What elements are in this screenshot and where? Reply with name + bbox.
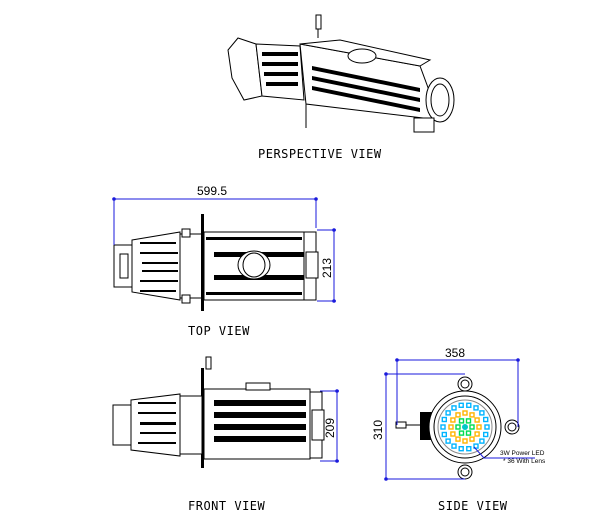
led xyxy=(441,431,447,438)
led xyxy=(458,418,465,424)
center-led xyxy=(462,424,468,430)
led xyxy=(469,412,475,418)
front-view-drawing xyxy=(112,356,325,468)
led-note-line2: * 36 With Lens xyxy=(503,458,546,465)
led xyxy=(441,416,447,423)
led xyxy=(455,424,461,430)
side-width-dimension-value: 358 xyxy=(445,346,465,360)
front-height-dimension xyxy=(320,389,339,463)
front-height-dimension-value: 209 xyxy=(323,418,337,438)
top-length-dimension-value: 599.5 xyxy=(197,184,227,198)
led xyxy=(465,430,472,436)
top-length-dimension xyxy=(112,197,318,245)
led xyxy=(462,438,468,444)
led xyxy=(448,424,454,430)
led xyxy=(473,443,479,449)
led xyxy=(469,436,475,442)
top-width-dimension-value: 213 xyxy=(320,258,334,278)
top-width-dimension xyxy=(317,228,336,303)
led xyxy=(445,438,451,444)
side-height-dimension-value: 310 xyxy=(371,420,385,440)
front-view-label: FRONT VIEW xyxy=(188,499,266,513)
led xyxy=(466,446,472,452)
led-array xyxy=(440,402,490,452)
led xyxy=(483,431,489,438)
led xyxy=(451,405,457,411)
led xyxy=(458,402,464,408)
led xyxy=(476,424,482,430)
led xyxy=(458,446,464,452)
led xyxy=(462,410,468,416)
led-note-line1: 3W Power LED xyxy=(500,450,545,457)
led xyxy=(450,417,456,423)
led xyxy=(479,410,485,416)
led xyxy=(466,402,472,408)
perspective-view-drawing xyxy=(227,14,455,133)
led xyxy=(450,431,456,437)
led xyxy=(479,438,485,444)
top-view-drawing xyxy=(113,214,319,311)
led xyxy=(469,424,475,430)
side-view-label: SIDE VIEW xyxy=(438,499,508,513)
side-view-drawing xyxy=(395,376,520,480)
led xyxy=(455,412,461,418)
led xyxy=(458,430,465,436)
led xyxy=(483,416,489,423)
led xyxy=(484,424,490,430)
led xyxy=(445,410,451,416)
side-height-dimension xyxy=(384,372,465,481)
perspective-view-label: PERSPECTIVE VIEW xyxy=(258,147,382,161)
led xyxy=(473,405,479,411)
side-width-dimension xyxy=(395,358,520,427)
led xyxy=(455,436,461,442)
top-view-label: TOP VIEW xyxy=(188,324,250,338)
led xyxy=(465,418,472,424)
led xyxy=(440,424,446,430)
led xyxy=(451,443,457,449)
led-note-leader xyxy=(473,446,535,459)
led xyxy=(474,417,480,423)
led xyxy=(474,431,480,437)
